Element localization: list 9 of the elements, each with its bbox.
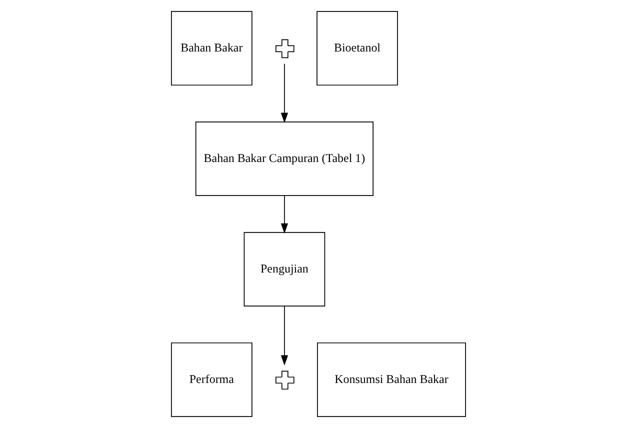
node-box: Bahan Bakar [171,11,252,86]
arrow [280,306,288,366]
arrow [280,63,288,124]
node-box: Bioetanol [316,11,398,86]
arrow [280,195,288,234]
node-box: Performa [171,342,252,417]
node-box: Konsumsi Bahan Bakar [317,342,466,417]
node-box: Pengujian [244,232,326,306]
node-box: Bahan Bakar Campuran (Tabel 1) [195,122,374,196]
